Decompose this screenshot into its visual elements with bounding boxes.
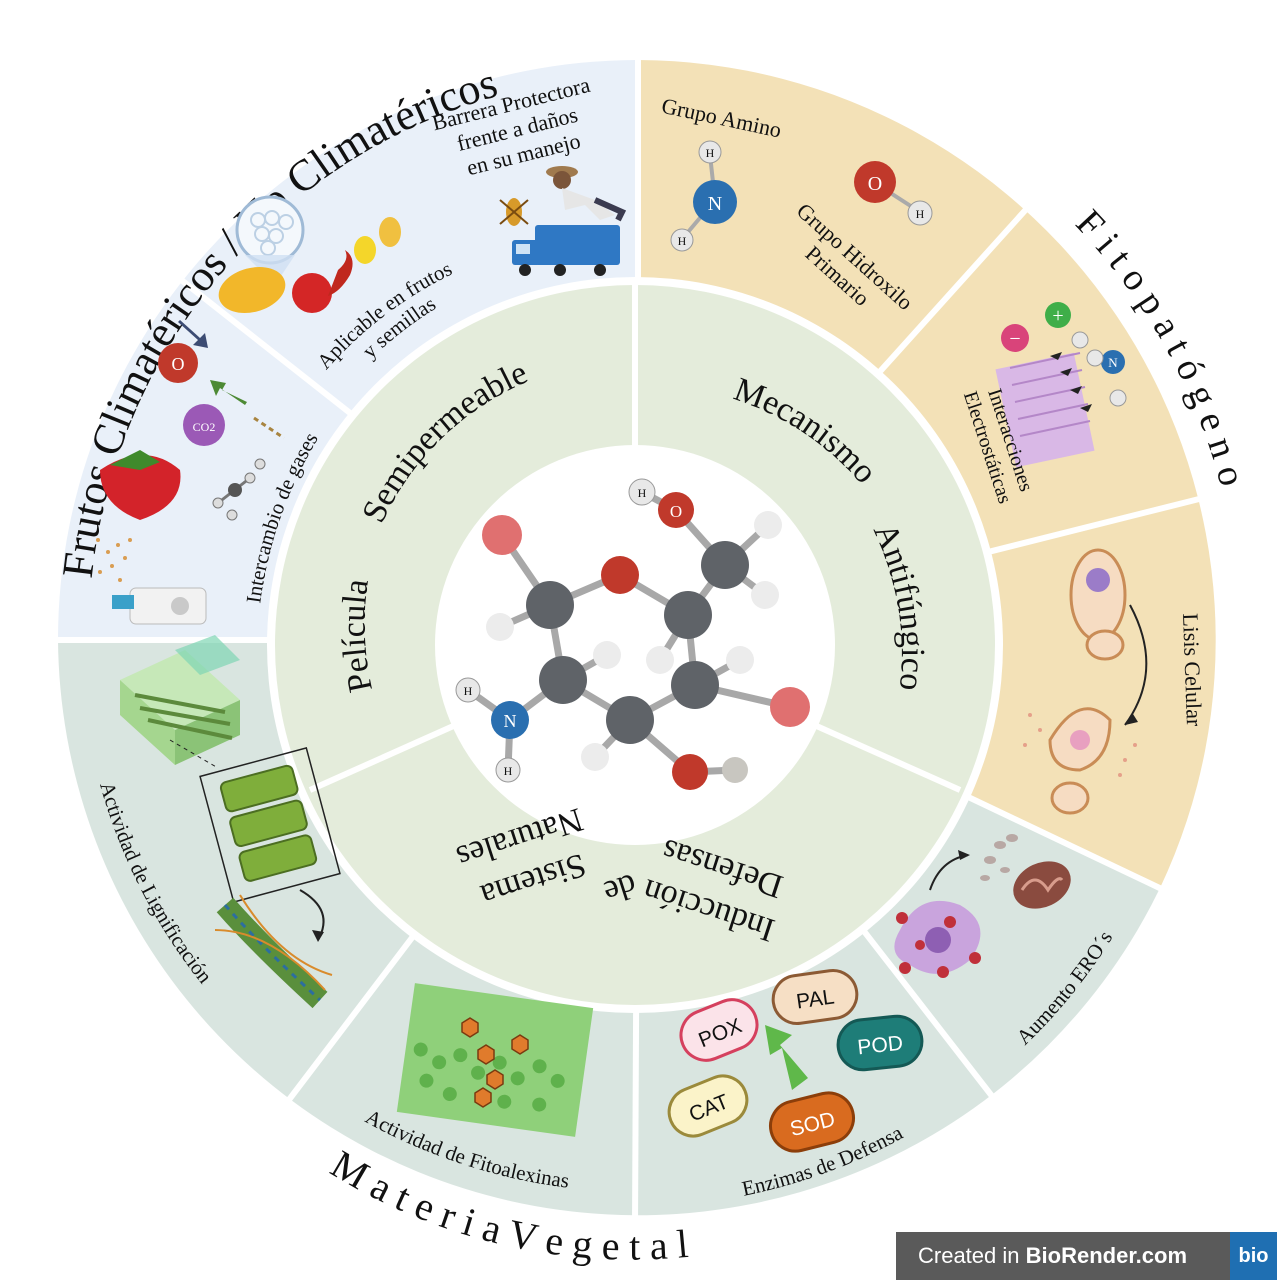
spray-bottle-icon bbox=[112, 587, 207, 625]
segment-lisis: Lisis Celular bbox=[1023, 548, 1207, 815]
hydrogen-atom bbox=[486, 613, 514, 641]
attraction-arrows-icon bbox=[1050, 352, 1092, 412]
hydrogen-atom bbox=[628, 478, 656, 506]
hydrogen-atom bbox=[593, 641, 621, 669]
apple-icon bbox=[292, 273, 332, 313]
lysis-arrowhead-icon bbox=[1125, 714, 1138, 725]
lignin-fiber-icon bbox=[214, 894, 333, 1009]
carbon-atom bbox=[701, 541, 749, 589]
amine-n-label: N bbox=[708, 193, 722, 215]
hydrogen-atom bbox=[581, 743, 609, 771]
hydrogen-atom bbox=[646, 646, 674, 674]
biorender-logo: bio bbox=[1230, 1232, 1277, 1280]
amine-chain-icon: N bbox=[1071, 331, 1127, 407]
ethylene-molecule-icon bbox=[212, 458, 266, 521]
oxygen-molecule-icon bbox=[158, 343, 198, 383]
ros-arrowhead-icon bbox=[958, 850, 970, 860]
plant-cells-icon bbox=[199, 747, 341, 903]
oxygen-atom bbox=[482, 515, 522, 555]
hydroxyl-h-label: H bbox=[916, 207, 925, 221]
carbon-atom bbox=[539, 656, 587, 704]
co2-molecule-icon bbox=[183, 404, 225, 446]
hydrogen-atom bbox=[751, 581, 779, 609]
enzyme-pod: POD bbox=[836, 1014, 924, 1072]
atom-label-o: O bbox=[670, 502, 682, 521]
oxygen-atom bbox=[658, 492, 694, 528]
oxygen-atom bbox=[672, 754, 708, 790]
farmer-icon bbox=[546, 166, 627, 222]
leaf-tissue-icon bbox=[396, 983, 594, 1137]
enzyme-pox: POX bbox=[679, 998, 759, 1062]
hydrogen-atom bbox=[754, 511, 782, 539]
enzyme-cat: CAT bbox=[667, 1074, 749, 1138]
fungal-cell-icon bbox=[1069, 548, 1127, 661]
chitosan-molecule: O H N H H bbox=[455, 478, 810, 790]
watermark-text: Created in BioRender.com bbox=[896, 1243, 1230, 1269]
carbon-atom bbox=[671, 661, 719, 709]
hydrogen-atom bbox=[726, 646, 754, 674]
hydroxyl-group-icon: O H bbox=[854, 161, 933, 226]
atom-label-h: H bbox=[464, 684, 473, 698]
truck-icon bbox=[512, 225, 620, 276]
amine-h-label: H bbox=[678, 234, 687, 248]
enzyme-pal-label: PAL bbox=[795, 985, 836, 1013]
amine-group-icon: N H H bbox=[670, 140, 737, 252]
carbon-atom bbox=[664, 591, 712, 639]
chili-icon bbox=[328, 250, 353, 296]
lisis-label: Lisis Celular bbox=[1178, 613, 1207, 728]
chain-n-label: N bbox=[1108, 355, 1118, 370]
dashed-arrow-icon bbox=[253, 416, 285, 440]
middle-ring bbox=[267, 277, 1003, 1013]
arrow-out-icon bbox=[210, 380, 247, 405]
mango-icon bbox=[218, 266, 286, 314]
atom-label-n: N bbox=[504, 711, 517, 731]
negative-charge-label: − bbox=[1009, 328, 1020, 350]
positive-charge-label: + bbox=[1052, 305, 1063, 327]
atom-label-h: H bbox=[638, 486, 647, 500]
corn-icon bbox=[379, 217, 401, 247]
carbon-atom bbox=[606, 696, 654, 744]
arrow-in-icon bbox=[178, 320, 208, 348]
atom-label-h: H bbox=[504, 764, 513, 778]
co2-molecule-label: CO2 bbox=[193, 420, 216, 434]
mitochondria-icon bbox=[1013, 861, 1071, 909]
cell-debris-icon bbox=[1023, 713, 1137, 777]
biorender-watermark: Created in BioRender.com bio bbox=[896, 1232, 1277, 1280]
cell-wall-block-icon bbox=[120, 635, 240, 765]
insect-icon bbox=[499, 198, 529, 226]
hydrogen-atom bbox=[722, 757, 748, 783]
positive-charge-icon bbox=[1045, 302, 1071, 328]
carbon-atom bbox=[526, 581, 574, 629]
mito-fragments-icon bbox=[980, 834, 1018, 881]
watermark-prefix: Created in bbox=[918, 1243, 1020, 1268]
hydroxyl-o-label: O bbox=[868, 173, 882, 195]
negative-charge-icon bbox=[1001, 324, 1029, 352]
oxygen-atom bbox=[770, 687, 810, 727]
enzyme-pal: PAL bbox=[771, 968, 859, 1026]
nitrogen-atom bbox=[491, 701, 529, 739]
hydrogen-atom bbox=[495, 757, 521, 783]
lemon-icon bbox=[354, 236, 376, 264]
oxygen-atom bbox=[601, 556, 639, 594]
lignification-arrowhead-icon bbox=[312, 930, 324, 942]
lysis-arrow-icon bbox=[1124, 604, 1148, 726]
membrane-icon bbox=[995, 352, 1095, 468]
oxygen-molecule-label: O bbox=[172, 354, 185, 374]
amine-h-label: H bbox=[706, 146, 715, 160]
spray-droplets-icon bbox=[96, 538, 132, 582]
enzyme-pod-label: POD bbox=[856, 1032, 904, 1060]
lysed-cell-icon bbox=[1048, 707, 1112, 815]
strawberry-icon bbox=[100, 455, 181, 520]
inner-disc bbox=[435, 445, 835, 845]
cell-structure-icon bbox=[235, 195, 305, 265]
hydrogen-atom bbox=[455, 677, 481, 703]
ros-particles-icon bbox=[896, 912, 981, 978]
enzyme-sod: SOD bbox=[769, 1091, 855, 1153]
watermark-brand: BioRender.com bbox=[1025, 1243, 1188, 1268]
increase-arrow-icon bbox=[765, 1025, 808, 1090]
